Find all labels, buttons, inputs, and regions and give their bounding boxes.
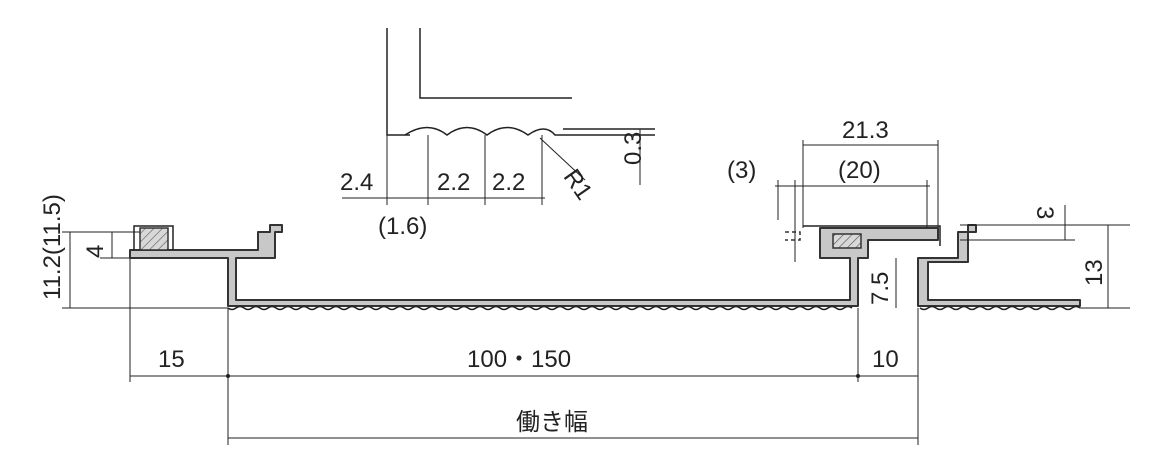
bottom-dimensions <box>129 258 919 445</box>
dim-left-4: 4 <box>82 245 109 258</box>
dim-1-6: (1.6) <box>378 213 427 240</box>
dim-2-2-a: 2.2 <box>437 169 470 196</box>
profile-section <box>129 224 1081 311</box>
dim-2-2-b: 2.2 <box>492 169 525 196</box>
dim-21-3: 21.3 <box>842 117 889 144</box>
dim-left-height: 11.2(11.5) <box>39 194 66 300</box>
dim-2-4: 2.4 <box>340 169 373 196</box>
dim-3: 3 <box>1031 206 1058 219</box>
dim-r1: R1 <box>558 164 598 205</box>
dim-100-150: 100・150 <box>467 346 571 373</box>
right-dimensions <box>775 140 1130 309</box>
dim-20-paren: (20) <box>838 157 881 184</box>
groove-detail <box>342 28 655 205</box>
left-dimensions <box>62 231 228 309</box>
dim-0-3: 0.3 <box>620 132 647 165</box>
dim-7-5: 7.5 <box>867 272 894 305</box>
dim-15: 15 <box>158 346 185 373</box>
working-width-label: 働き幅 <box>516 409 588 436</box>
dim-10: 10 <box>872 346 899 373</box>
dim-13: 13 <box>1081 259 1108 286</box>
dim-3-paren: (3) <box>727 157 756 184</box>
